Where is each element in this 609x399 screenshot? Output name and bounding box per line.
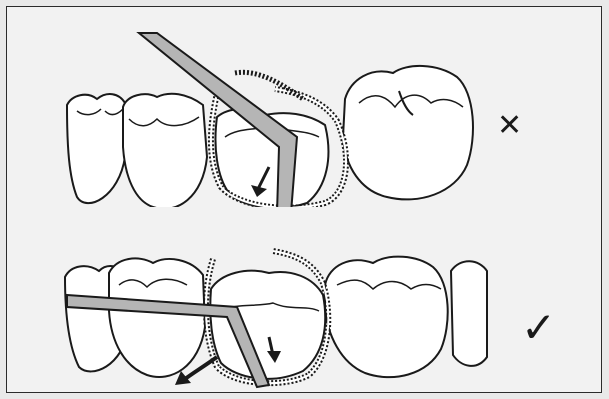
incorrect-technique-illustration: ✕	[7, 7, 601, 207]
figure-frame: ✕ ✓	[6, 6, 602, 393]
right-molar	[343, 66, 473, 199]
central-tooth	[210, 271, 325, 379]
panel-correct: ✓	[7, 207, 601, 392]
correct-mark: ✓	[521, 303, 556, 352]
correct-technique-illustration: ✓	[7, 207, 601, 392]
second-tooth	[123, 94, 207, 207]
incorrect-mark: ✕	[497, 108, 522, 143]
left-molar	[67, 94, 125, 203]
panel-incorrect: ✕	[7, 7, 601, 207]
far-right-tooth	[451, 261, 487, 366]
second-tooth	[109, 258, 205, 377]
right-molar	[325, 257, 448, 378]
